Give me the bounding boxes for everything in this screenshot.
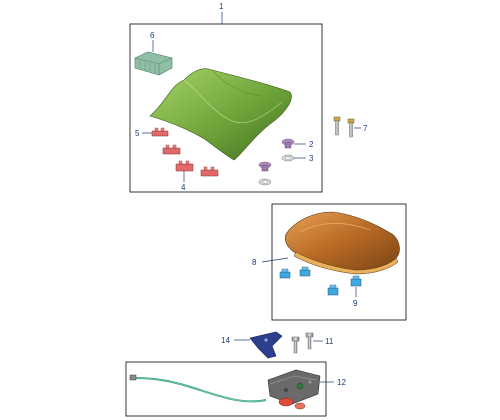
svg-text:4: 4: [181, 183, 186, 192]
group-frame-12: [125, 361, 327, 417]
svg-text:1: 1: [219, 2, 224, 11]
bracket-part-14[interactable]: [249, 331, 283, 359]
callout-6: 6: [150, 31, 155, 52]
callout-5: 5: [135, 129, 152, 138]
clip-part-9a[interactable]: [279, 268, 291, 279]
svg-text:7: 7: [363, 124, 368, 133]
svg-text:14: 14: [221, 336, 230, 345]
pad-part-6[interactable]: [134, 51, 173, 76]
clip-part-b[interactable]: [200, 166, 219, 177]
collar-part-d[interactable]: [258, 178, 272, 186]
cable-part[interactable]: [129, 374, 267, 403]
grommet-part-2[interactable]: [281, 138, 295, 149]
clip-part-4[interactable]: [175, 160, 194, 172]
clip-part-5[interactable]: [151, 127, 169, 137]
callout-9: 9: [353, 287, 358, 308]
seat-cowl-part[interactable]: [284, 211, 400, 275]
bolt-part-11a[interactable]: [291, 336, 300, 354]
clip-part-9d[interactable]: [350, 275, 362, 287]
callout-7: 7: [354, 124, 368, 133]
collar-part-3[interactable]: [281, 154, 295, 162]
callout-1: 1: [219, 2, 224, 24]
svg-text:12: 12: [337, 378, 346, 387]
seat-part[interactable]: [149, 68, 292, 161]
svg-text:11: 11: [325, 337, 334, 346]
svg-text:6: 6: [150, 31, 155, 40]
callout-8: 8: [252, 257, 289, 267]
lock-part[interactable]: [267, 369, 321, 410]
group-frame-8: [271, 203, 407, 321]
callout-4: 4: [181, 171, 186, 192]
svg-text:3: 3: [309, 154, 314, 163]
clip-part-9c[interactable]: [327, 284, 339, 296]
callout-3: 3: [294, 154, 314, 163]
callout-2: 2: [294, 140, 314, 149]
grommet-part-c[interactable]: [258, 161, 272, 172]
group-frame-1: [129, 23, 323, 193]
bolt-part-7a[interactable]: [333, 116, 341, 136]
svg-text:2: 2: [309, 140, 314, 149]
svg-text:5: 5: [135, 129, 140, 138]
callout-14: 14: [221, 336, 250, 345]
callout-11: 11: [313, 337, 334, 346]
clip-part-a[interactable]: [162, 144, 181, 155]
clip-part-9b[interactable]: [299, 266, 311, 277]
bolt-part-7b[interactable]: [347, 118, 355, 138]
svg-text:9: 9: [353, 299, 358, 308]
callout-12: 12: [320, 378, 346, 387]
bolt-part-11b[interactable]: [305, 332, 314, 350]
svg-text:8: 8: [252, 258, 257, 267]
